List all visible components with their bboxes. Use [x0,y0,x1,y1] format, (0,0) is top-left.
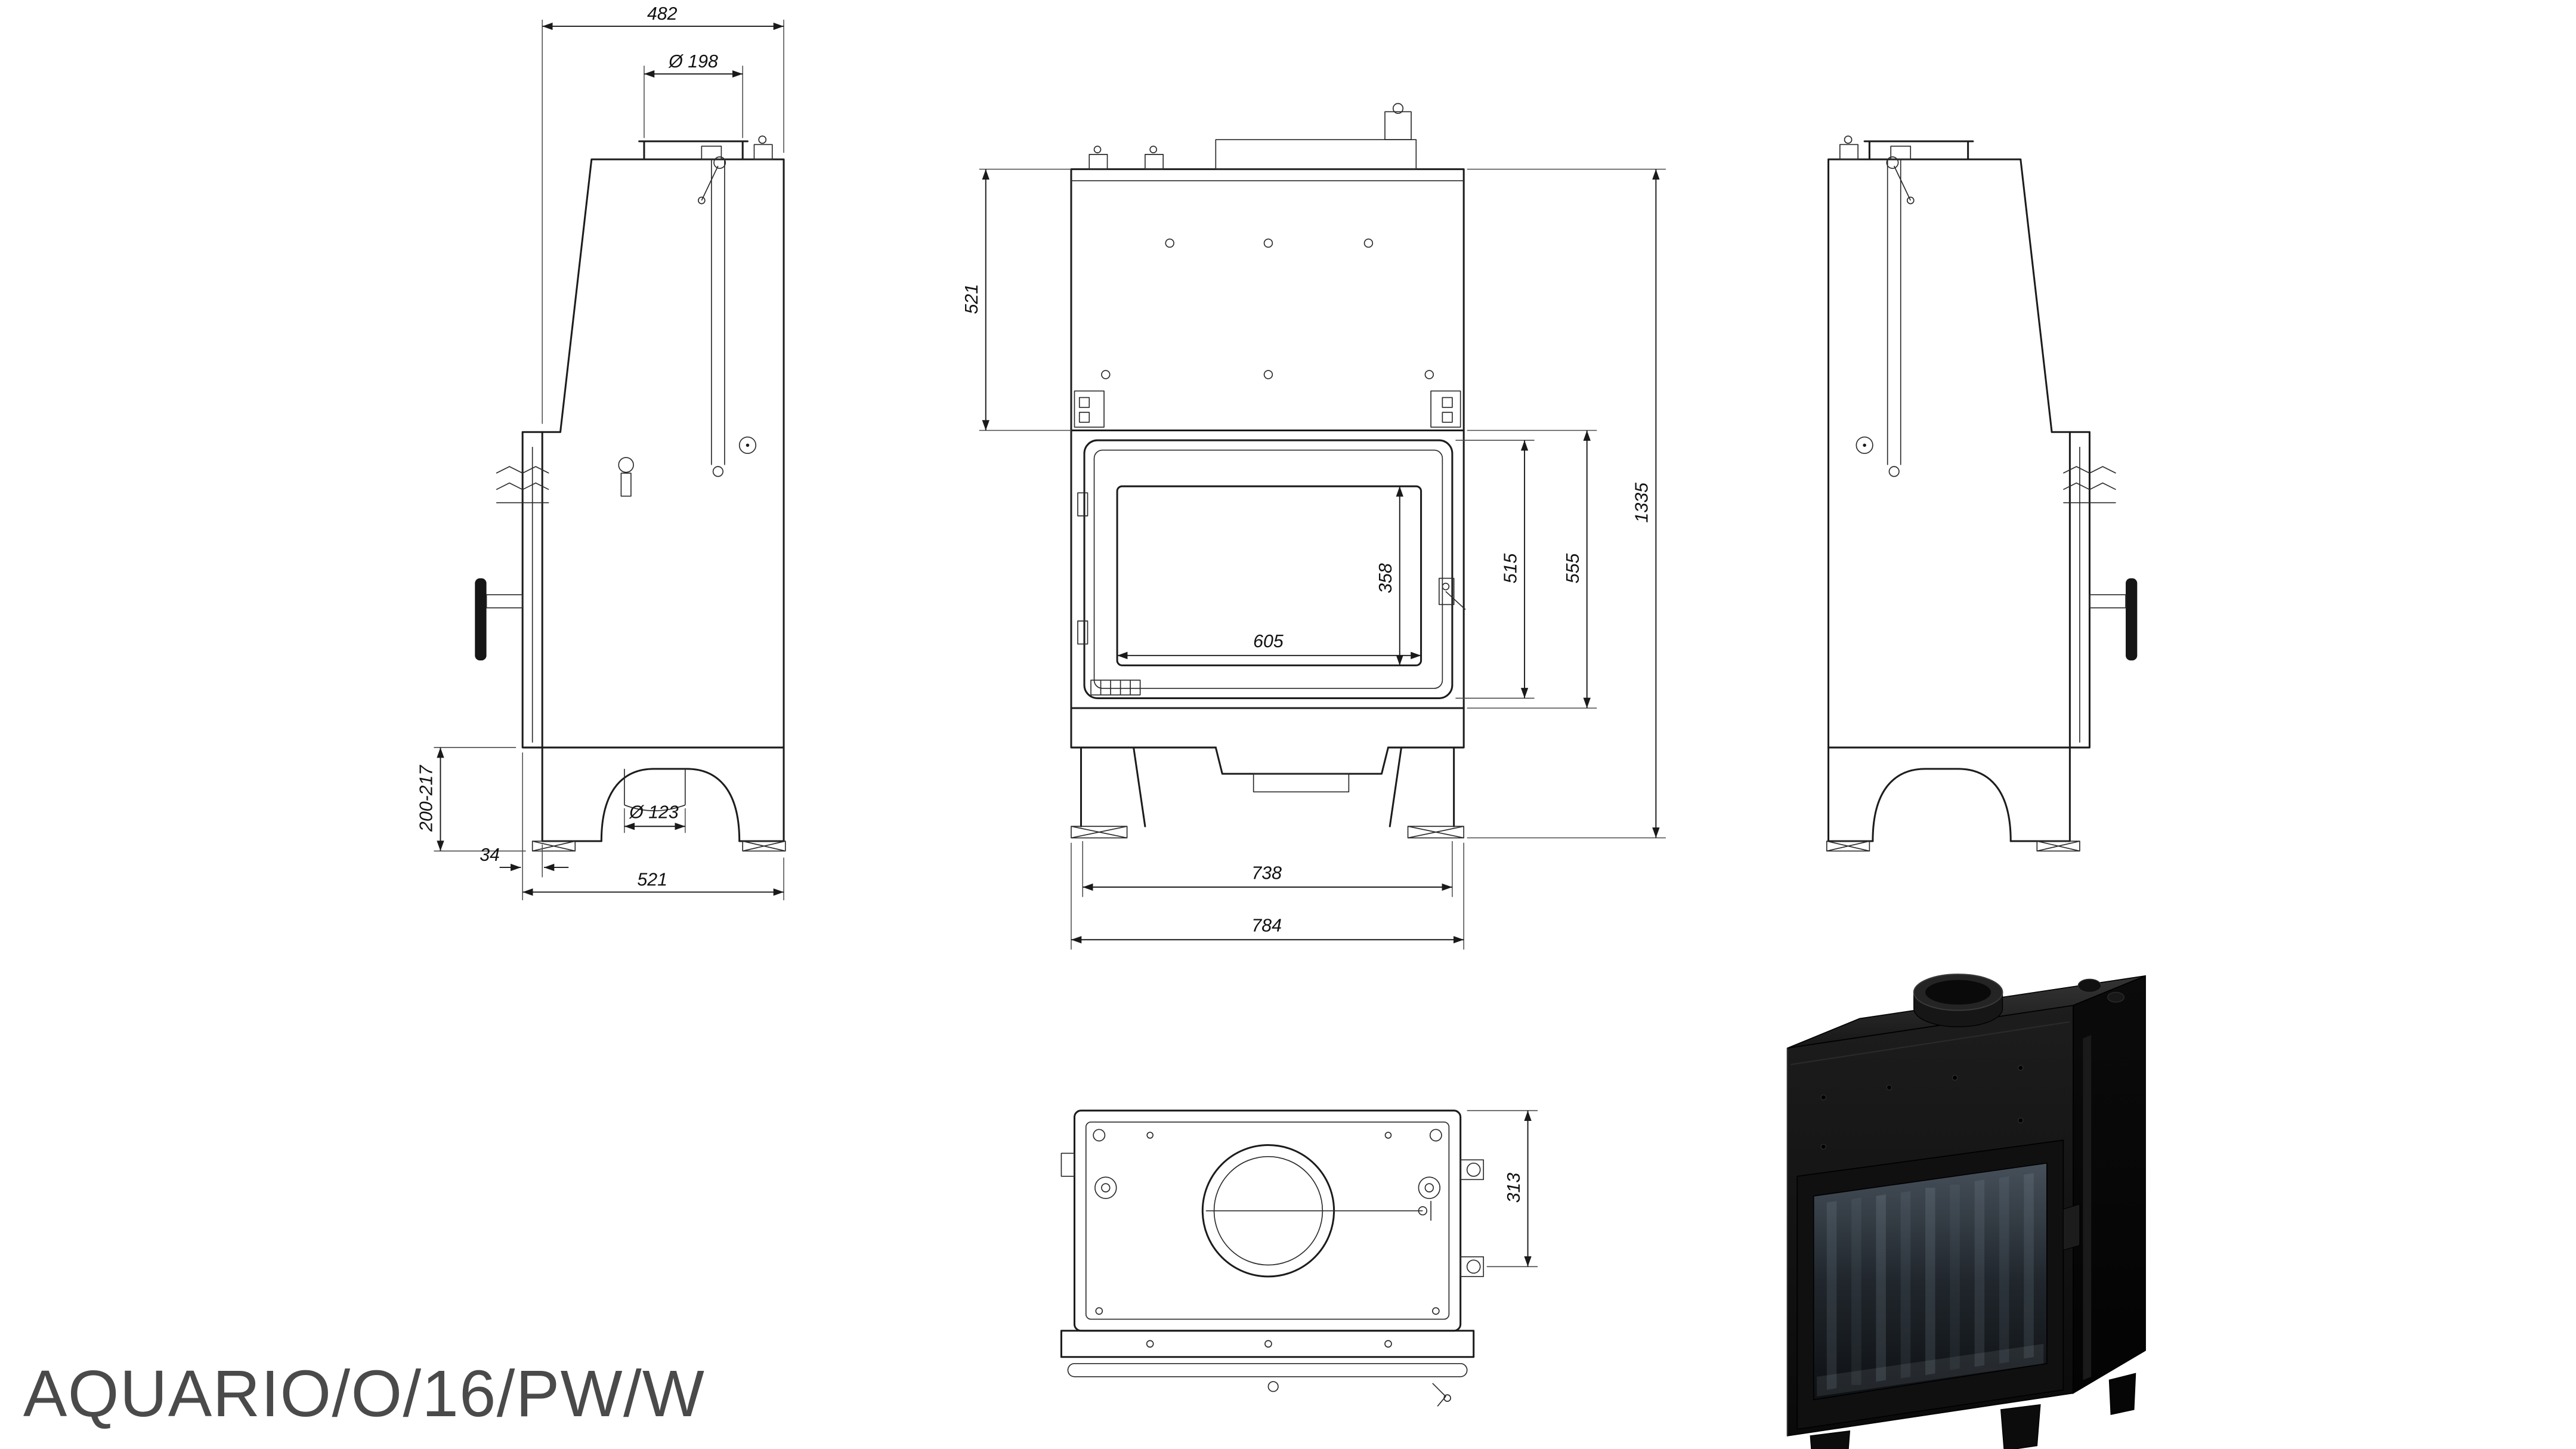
dim-front-firebox-height: 555 [1563,553,1583,583]
air-grille [1090,679,1141,696]
dim-front-overall-width: 784 [1251,916,1282,936]
door-handle [2126,578,2138,661]
rear-pipe [1384,111,1412,140]
front-dimensions: 521 605 358 515 555 1335 738 [962,168,1666,950]
front-view: 521 605 358 515 555 1335 738 [962,103,1666,950]
dim-front-overall-height: 1335 [1632,483,1652,523]
water-jacket-panel [1070,168,1465,432]
side-bracket-right [1430,390,1461,428]
air-control-pull [618,457,634,473]
side-bracket-left [1074,390,1105,428]
left-side-outline [475,135,786,852]
door-frame [1083,439,1454,699]
hinge-rod [2083,1035,2092,1380]
front-flange [1060,1330,1475,1358]
key-lever [1432,1383,1446,1407]
dim-front-door-height: 515 [1501,553,1520,583]
door-glass [1116,485,1422,666]
door-latch [1439,577,1455,605]
door-handle [475,578,487,661]
left-side-view: 482 Ø 198 200-217 34 521 Ø 123 [417,4,786,901]
dim-front-upper-height: 521 [962,284,982,314]
water-connector [1839,144,1858,160]
water-port [1094,1176,1117,1199]
front-outline [1070,103,1466,839]
firebox-body [1070,430,1465,709]
glass-reflections [1817,1173,2044,1397]
dim-front-glass-width: 605 [1253,632,1284,651]
top-dimensions: 313 [1467,1110,1538,1268]
top-fitting [1145,154,1164,170]
product-door-glass [1813,1162,2048,1401]
product-rear-fitting [2107,991,2124,1003]
dim-side-base-depth: 521 [637,870,667,889]
dim-side-leg-height: 200-217 [417,765,437,832]
rear-flue-box [1215,139,1417,170]
right-side-view [1826,135,2138,852]
product-3d-render [1786,974,2146,1449]
bracket-spring [496,466,549,474]
thermowell-port [738,436,757,454]
dim-side-intake-diameter: Ø 123 [629,802,679,822]
top-plate [1073,1110,1462,1332]
door-hinge [1077,620,1088,645]
thermowell-port [1856,436,1873,454]
damper-weight [713,156,726,169]
legs [1080,746,1455,827]
page-title: AQUARIO/O/16/PW/W [23,1357,705,1431]
air-intake-stub [624,768,686,811]
dim-front-glass-height: 358 [1376,563,1396,594]
ash-tray [1214,746,1390,775]
dim-front-feet-spacing: 738 [1251,863,1282,883]
drain-plug [1267,1381,1279,1392]
product-handle [2062,1203,2080,1251]
side-fitting [1459,1159,1485,1181]
product-leg [2108,1373,2136,1416]
foot-pad [1071,826,1465,839]
damper-lever [701,165,719,201]
side-fitting [1459,1256,1485,1277]
door-hinge [1077,492,1088,517]
foot-pad [531,841,786,852]
dim-top-flue-depth: 313 [1504,1173,1524,1203]
dim-side-flue-diameter: Ø 198 [668,52,718,72]
water-port [1418,1176,1441,1199]
product-leg [1810,1430,1851,1449]
product-leg [2000,1404,2041,1449]
water-connector [753,144,773,160]
dim-side-front-offset: 34 [480,845,500,865]
dim-side-depth-overall: 482 [647,4,678,24]
product-rear-fitting [2077,978,2102,993]
left-side-dimensions: 482 Ø 198 200-217 34 521 Ø 123 [417,4,784,901]
top-fitting [1088,154,1108,170]
top-view: 313 [1060,1110,1538,1407]
foot-pad [1826,841,2080,852]
product-flue-collar [1913,974,2003,1027]
